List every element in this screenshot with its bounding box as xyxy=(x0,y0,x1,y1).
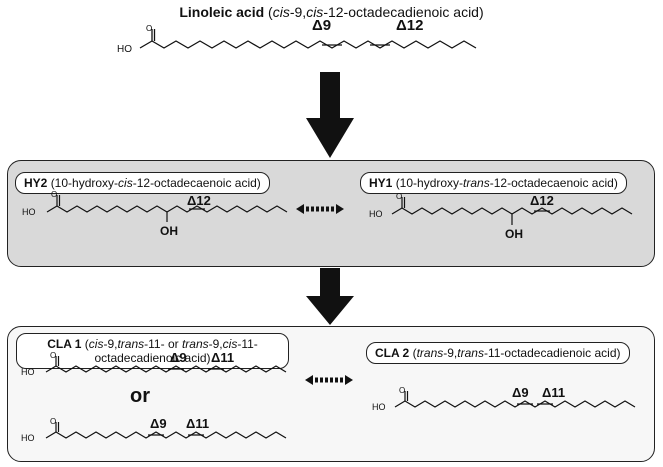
svg-text:O: O xyxy=(399,386,405,395)
cla1-delta9-a: Δ9 xyxy=(170,350,187,365)
hy2-chain xyxy=(46,205,288,213)
linoleic-name: Linoleic acid xyxy=(179,4,265,20)
hy1-delta12: Δ12 xyxy=(530,193,554,208)
cla1-ho-b: HO xyxy=(21,433,35,443)
arrow-2 xyxy=(306,268,354,325)
cla1-label: CLA 1 (cis-9,trans-11- or trans-9,cis-11… xyxy=(16,333,289,369)
linoleic-cis-2: cis xyxy=(306,4,324,20)
svg-text:O: O xyxy=(51,190,57,199)
cla2-p3: -11-octadecadienoic acid) xyxy=(483,346,621,360)
arrow-cla xyxy=(305,375,353,385)
cla1-p2: -9, xyxy=(103,337,118,351)
cla1-ho-a: HO xyxy=(21,367,35,377)
cla1-i4: cis xyxy=(222,337,238,351)
cla1-i1: cis xyxy=(88,337,104,351)
cla1-delta11-b: Δ11 xyxy=(186,416,210,431)
hy1-chain xyxy=(391,207,633,215)
linoleic-delta9: Δ9 xyxy=(312,17,332,34)
cla2-label: CLA 2 (trans-9,trans-11-octadecadienoic … xyxy=(366,342,630,364)
svg-text:O: O xyxy=(50,417,56,426)
cla1-i3: trans xyxy=(181,337,209,351)
cla1-p4: -9, xyxy=(208,337,223,351)
cla2-ho: HO xyxy=(372,402,386,412)
svg-text:O: O xyxy=(396,192,402,201)
hy2-name: HY2 xyxy=(24,176,48,190)
hy2-delta12: Δ12 xyxy=(187,193,211,208)
cla1-name: CLA 1 xyxy=(47,337,82,351)
cla2-p2: -9, xyxy=(443,346,458,360)
cla1-i2: trans xyxy=(117,337,145,351)
cla1-delta11-a: Δ11 xyxy=(211,350,235,365)
svg-text:O: O xyxy=(50,351,56,360)
hy2-ho: HO xyxy=(22,207,36,217)
linoleic-delta12: Δ12 xyxy=(396,17,424,34)
cla1-delta9-b: Δ9 xyxy=(150,416,167,431)
cla1-chain-a xyxy=(45,365,287,373)
cla1-or: or xyxy=(130,385,150,407)
linoleic-ho: HO xyxy=(117,44,132,55)
linoleic-title: Linoleic acid (cis-9,cis-12-octadecadien… xyxy=(0,4,663,20)
cla1-chain-b xyxy=(45,431,287,439)
hy2-oh: OH xyxy=(160,224,178,238)
cla2-delta11: Δ11 xyxy=(542,385,566,400)
cla1-p3: -11- or xyxy=(144,337,179,351)
cla2-i2: trans xyxy=(457,346,484,360)
cla1-p5: -11- xyxy=(237,337,258,351)
hy1-name: HY1 xyxy=(369,176,393,190)
hy1-italic: trans xyxy=(463,176,490,190)
cla2-delta9: Δ9 xyxy=(512,385,529,400)
hy2-label: HY2 (10-hydroxy-cis-12-octadecaenoic aci… xyxy=(15,172,270,194)
arrow-hy xyxy=(296,204,344,214)
cla2-name: CLA 2 xyxy=(375,346,410,360)
linoleic-o: O xyxy=(146,24,152,33)
linoleic-tail: -12-octadecadienoic acid) xyxy=(323,4,484,20)
hy1-oh: OH xyxy=(505,227,523,241)
down-arrows xyxy=(306,72,354,325)
hy1-post: -12-octadecaenoic acid) xyxy=(489,176,618,190)
arrow-1 xyxy=(306,72,354,158)
hy1-pre: (10-hydroxy- xyxy=(395,176,464,190)
cla1-line2: octadecadienoic acid) xyxy=(94,351,211,365)
cla2-p1: ( xyxy=(412,346,417,360)
hy1-label: HY1 (10-hydroxy-trans-12-octadecaenoic a… xyxy=(360,172,627,194)
hy2-post: -12-octadecaenoic acid) xyxy=(132,176,261,190)
linoleic-cis-1: cis xyxy=(272,4,290,20)
hy1-ho: HO xyxy=(369,209,383,219)
hy2-pre: (10-hydroxy- xyxy=(50,176,119,190)
hy2-italic: cis xyxy=(118,176,133,190)
linoleic-chain xyxy=(139,40,477,49)
cla2-chain xyxy=(394,400,636,408)
cla1-p1: ( xyxy=(84,337,89,351)
linoleic-paren: ( xyxy=(268,4,273,20)
cla2-i1: trans xyxy=(416,346,444,360)
linoleic-mid: -9, xyxy=(289,4,307,20)
equilibrium-arrows xyxy=(296,204,353,385)
